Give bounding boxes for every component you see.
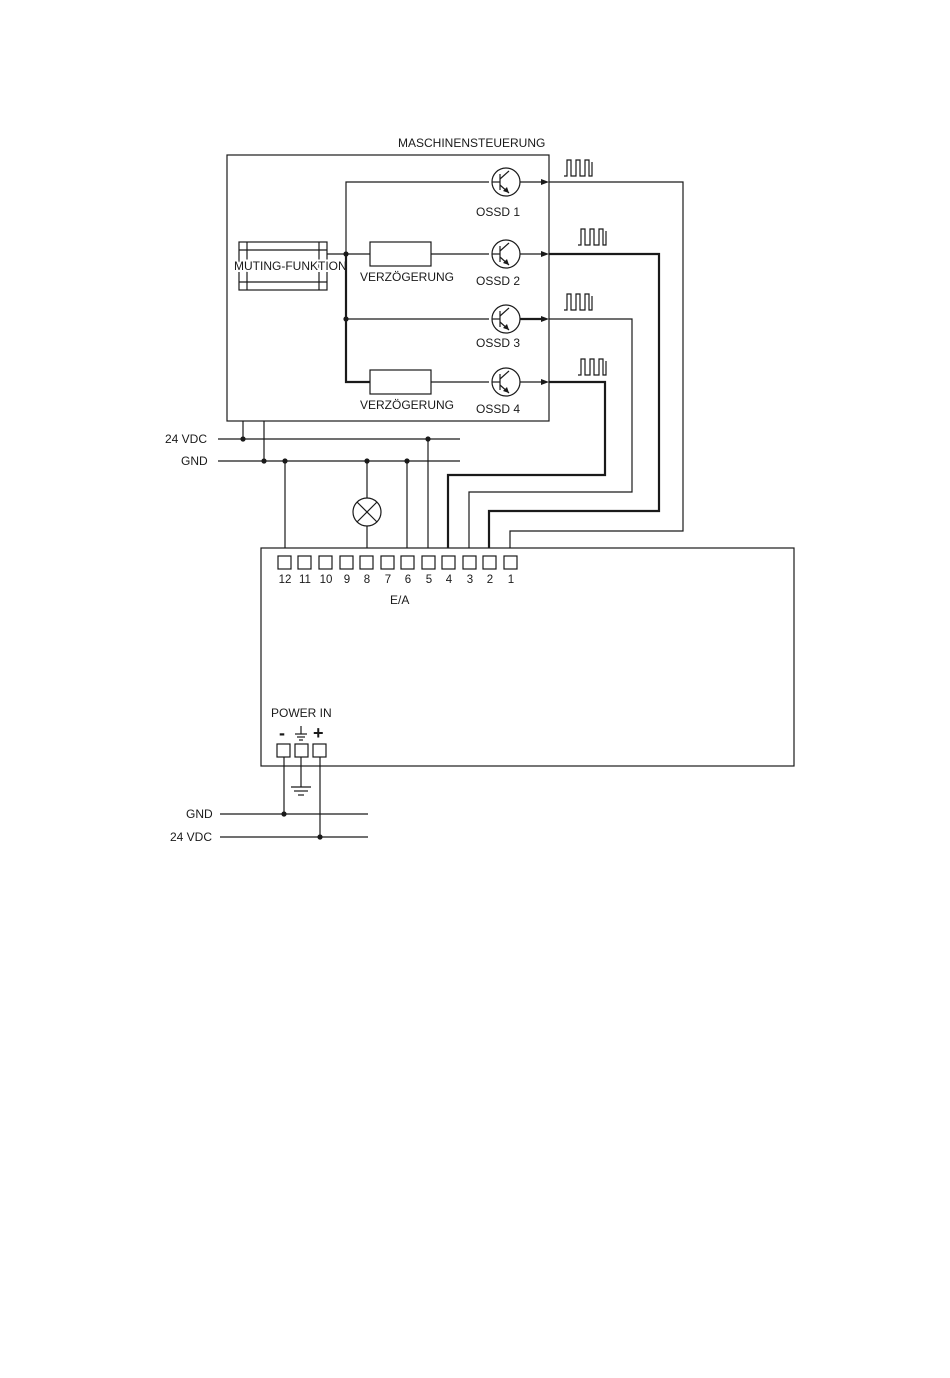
delay-block-1 <box>370 242 431 266</box>
ossd-label-2: OSSD 2 <box>476 274 520 288</box>
terminal-7 <box>381 556 394 569</box>
machine-control-title: MASCHINENSTEUERUNG <box>398 136 545 150</box>
power-minus-label: - <box>279 723 285 743</box>
terminal-number: 3 <box>467 574 473 586</box>
terminal-2 <box>483 556 496 569</box>
pulse-signal-icon <box>564 294 592 310</box>
supply-bottom-vdc-label: 24 VDC <box>170 830 212 844</box>
ossd-label-3: OSSD 3 <box>476 336 520 350</box>
pulse-signal-icon <box>578 359 606 375</box>
terminal-11 <box>298 556 311 569</box>
terminal-6 <box>401 556 414 569</box>
terminal-number: 12 <box>279 574 292 586</box>
supply-top-gnd-label: GND <box>181 454 208 468</box>
transistor-icon <box>492 368 520 396</box>
terminal-number: 10 <box>320 574 333 586</box>
terminal-number: 6 <box>405 574 411 586</box>
power-in-label: POWER IN <box>271 706 332 720</box>
terminal-3 <box>463 556 476 569</box>
terminal-number: 8 <box>364 574 370 586</box>
terminal-8 <box>360 556 373 569</box>
transistor-icon <box>492 240 520 268</box>
supply-bottom-gnd-label: GND <box>186 807 213 821</box>
terminal-10 <box>319 556 332 569</box>
pulse-signal-icon <box>564 160 592 176</box>
ossd-label-4: OSSD 4 <box>476 402 520 416</box>
top-supply-rails <box>218 421 460 556</box>
supply-top-vdc-label: 24 VDC <box>165 432 207 446</box>
terminal-12 <box>278 556 291 569</box>
muting-function-label: MUTING-FUNKTION <box>234 259 347 273</box>
power-wiring <box>220 757 368 840</box>
power-terminal-plus <box>313 744 326 757</box>
terminal-number: 5 <box>426 574 432 586</box>
lamp-icon <box>353 498 381 526</box>
pulse-signal-icon <box>578 229 606 245</box>
transistor-icon <box>492 168 520 196</box>
io-module-box <box>261 548 794 766</box>
power-terminal-ground <box>295 744 308 757</box>
terminal-number: 9 <box>344 574 350 586</box>
delay-label-2: VERZÖGERUNG <box>360 398 454 412</box>
delay-label-1: VERZÖGERUNG <box>360 270 454 284</box>
io-label: E/A <box>390 593 409 607</box>
power-terminal-minus <box>277 744 290 757</box>
transistor-icon <box>492 305 520 333</box>
power-plus-label: + <box>313 723 324 743</box>
terminal-5 <box>422 556 435 569</box>
terminal-9 <box>340 556 353 569</box>
terminal-number: 4 <box>446 574 453 586</box>
ossd-label-1: OSSD 1 <box>476 205 520 219</box>
terminal-1 <box>504 556 517 569</box>
terminal-number: 11 <box>299 574 311 586</box>
terminal-4 <box>442 556 455 569</box>
power-terminals <box>277 744 326 757</box>
terminal-number: 7 <box>385 574 391 586</box>
delay-block-2 <box>370 370 431 394</box>
terminal-number: 2 <box>487 574 493 586</box>
terminal-number: 1 <box>508 574 514 586</box>
